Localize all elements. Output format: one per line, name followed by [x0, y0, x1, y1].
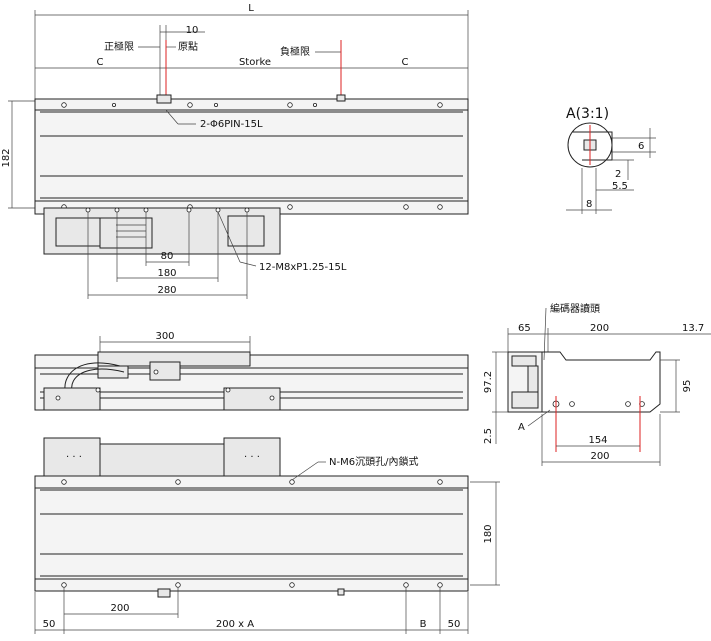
- detail-dim-5-5: 5.5: [612, 181, 628, 192]
- carriage: [43, 207, 281, 255]
- detail-dim-8: 8: [586, 199, 592, 210]
- svg-text:· · ·: · · ·: [244, 452, 260, 463]
- end-dim-2-5: 2.5: [483, 428, 494, 444]
- end-dim-65: 65: [518, 323, 531, 334]
- dim-200xA: 200 x A: [216, 619, 254, 630]
- dim-180: 180: [157, 268, 176, 279]
- label-negative-limit: 負極限: [280, 45, 310, 58]
- end-dim-95: 95: [682, 380, 693, 393]
- end-dim-200: 200: [590, 323, 609, 334]
- dim-200-bottom: 200: [110, 603, 129, 614]
- bottom-holes: [61, 479, 443, 588]
- top-view: L 10 正極限 原點 負極限 C Storke C 182: [1, 3, 469, 299]
- bottom-view-body: [34, 475, 469, 592]
- end-dim-154: 154: [588, 435, 607, 446]
- dim-50-right: 50: [448, 619, 461, 630]
- side-view: 300: [34, 331, 469, 411]
- label-origin: 原點: [178, 40, 198, 53]
- dim-50-left: 50: [43, 619, 56, 630]
- end-view-body: [541, 351, 661, 413]
- end-view: 編碼器讀頭 65 200 13.7 97.2 95 2.5 A 154: [483, 302, 711, 466]
- label-pin: 2-Φ6PIN-15L: [200, 119, 263, 130]
- dim-182: 182: [1, 148, 12, 167]
- label-counterbore: N-M6沉頭孔/內鎖式: [329, 455, 418, 468]
- detail-title: A(3:1): [566, 106, 609, 122]
- dim-c-left: C: [97, 57, 104, 68]
- end-dim-200-b: 200: [590, 451, 609, 462]
- label-encoder: 編碼器讀頭: [550, 302, 600, 315]
- label-tap: 12-M8xP1.25-15L: [259, 262, 347, 273]
- detail-dim-2: 2: [615, 169, 621, 180]
- end-dim-13-7: 13.7: [682, 323, 704, 334]
- dim-280: 280: [157, 285, 176, 296]
- dim-B: B: [420, 619, 427, 630]
- dim-stroke: Storke: [239, 57, 271, 68]
- top-view-body: [34, 98, 469, 215]
- dim-10: 10: [186, 25, 199, 36]
- dim-300: 300: [155, 331, 174, 342]
- label-positive-limit: 正極限: [104, 40, 134, 53]
- end-label-a: A: [518, 422, 525, 433]
- carriage-holes: [85, 207, 250, 213]
- detail-dim-6: 6: [638, 141, 644, 152]
- bottom-view: · · · · · · N-M6沉頭孔/內鎖式 180 200 50 20: [34, 437, 500, 634]
- dim-L: L: [248, 3, 254, 14]
- detail-a: A(3:1) 6 2 5.5 8: [566, 106, 656, 214]
- end-dim-97-2: 97.2: [483, 371, 494, 393]
- dim-80: 80: [161, 251, 174, 262]
- dim-180-bottom: 180: [483, 524, 494, 543]
- dim-c-right: C: [402, 57, 409, 68]
- svg-text:· · ·: · · ·: [66, 452, 82, 463]
